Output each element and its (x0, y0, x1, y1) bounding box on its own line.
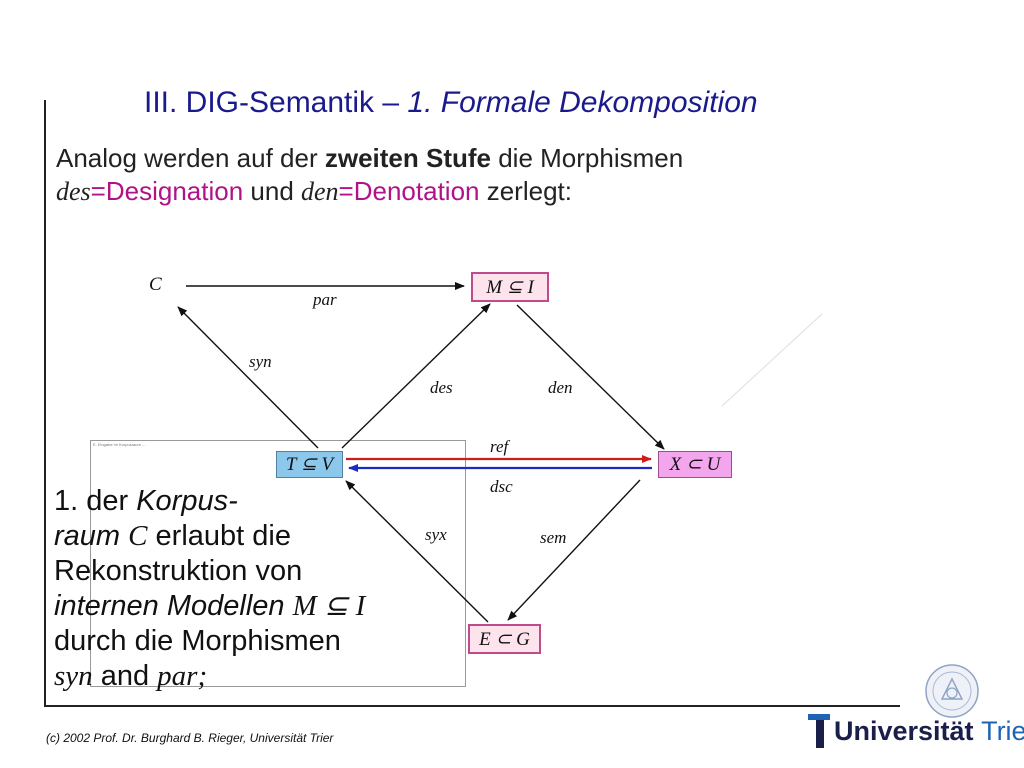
label-dsc: dsc (490, 477, 513, 496)
university-bar-icon (808, 714, 830, 748)
body-text: and (92, 660, 158, 692)
term-korpus: Korpus- (136, 485, 238, 517)
node-c: C (149, 274, 162, 295)
arrow-syn (177, 306, 319, 449)
node-t-subset-v: T ⊆ V (276, 451, 343, 478)
body-line-5: durch die Morphismen (54, 625, 341, 657)
symbol-m-subset-i: M ⊆ I (292, 590, 366, 622)
slide-title: III. DIG-Semantik – 1. Formale Dekomposi… (144, 86, 758, 120)
logo-word: Universität (834, 715, 974, 746)
term-raum: raum (54, 520, 129, 552)
symbol-syn: syn (54, 660, 93, 692)
intro-text: zerlegt: (479, 176, 572, 206)
label-des: des (430, 378, 453, 397)
node-m-subset-i: M ⊆ I (471, 272, 549, 302)
term-internen-modellen: internen Modellen (54, 590, 293, 622)
logo-wordmark: Universität Trier (834, 716, 1024, 747)
slide-frame-left (44, 100, 46, 706)
intro-text: die Morphismen (491, 143, 684, 173)
symbol-c: C (128, 520, 148, 552)
intro-line-2: des=Designation und den=Denotation zerle… (56, 175, 683, 208)
inset-box: E. Eingabe im Korpusraum ... (90, 440, 466, 687)
intro-text: und (243, 176, 301, 206)
slide-frame-bottom (44, 705, 900, 707)
intro-text: Analog werden auf der (56, 143, 325, 173)
body-line-3: Rekonstruktion von (54, 555, 303, 587)
body-text: 1. der (54, 485, 137, 517)
arrow-den (516, 304, 665, 450)
label-par: par (313, 290, 337, 309)
title-italic: 1. Formale Dekomposition (407, 86, 758, 119)
label-sem: sem (540, 528, 567, 547)
label-syn: syn (249, 352, 272, 371)
body-text: erlaubt die (147, 520, 291, 552)
term-denotation: Denotation (353, 176, 480, 206)
label-syx: syx (425, 525, 447, 544)
arrow-sem (507, 479, 641, 621)
intro-line-1: Analog werden auf der zweiten Stufe die … (56, 142, 683, 175)
symbol-des: des (56, 177, 91, 206)
intro-paragraph: Analog werden auf der zweiten Stufe die … (56, 142, 683, 208)
equals-sign: = (90, 176, 106, 206)
body-line-4: internen Modellen M ⊆ I (54, 589, 365, 624)
title-main: III. DIG-Semantik – (144, 86, 408, 119)
body-line-6: syn and par; (54, 659, 365, 694)
symbol-den: den (301, 177, 339, 206)
symbol-par: par; (157, 660, 208, 692)
node-x-subset-u: X ⊂ U (658, 451, 732, 478)
arrow-syx (345, 480, 489, 623)
body-line-1: 1. der Korpus- (54, 484, 365, 519)
label-ref: ref (490, 437, 509, 456)
term-designation: Designation (105, 176, 244, 206)
body-paragraph: 1. der Korpus- raum C erlaubt die Rekons… (54, 484, 365, 694)
faint-line (721, 313, 823, 407)
footer-credit: (c) 2002 Prof. Dr. Burghard B. Rieger, U… (46, 731, 334, 745)
equals-sign: = (338, 176, 354, 206)
body-line-2: raum C erlaubt die (54, 519, 365, 554)
node-e-subset-g: E ⊂ G (468, 624, 541, 654)
logo-city: Trier (981, 715, 1024, 746)
university-seal-icon (925, 664, 979, 718)
university-logo: Universität Trier (808, 714, 1024, 748)
intro-bold-term: zweiten Stufe (324, 143, 491, 173)
label-den: den (548, 378, 573, 397)
inset-caption: E. Eingabe im Korpusraum ... (93, 442, 146, 447)
arrow-des (341, 303, 491, 449)
